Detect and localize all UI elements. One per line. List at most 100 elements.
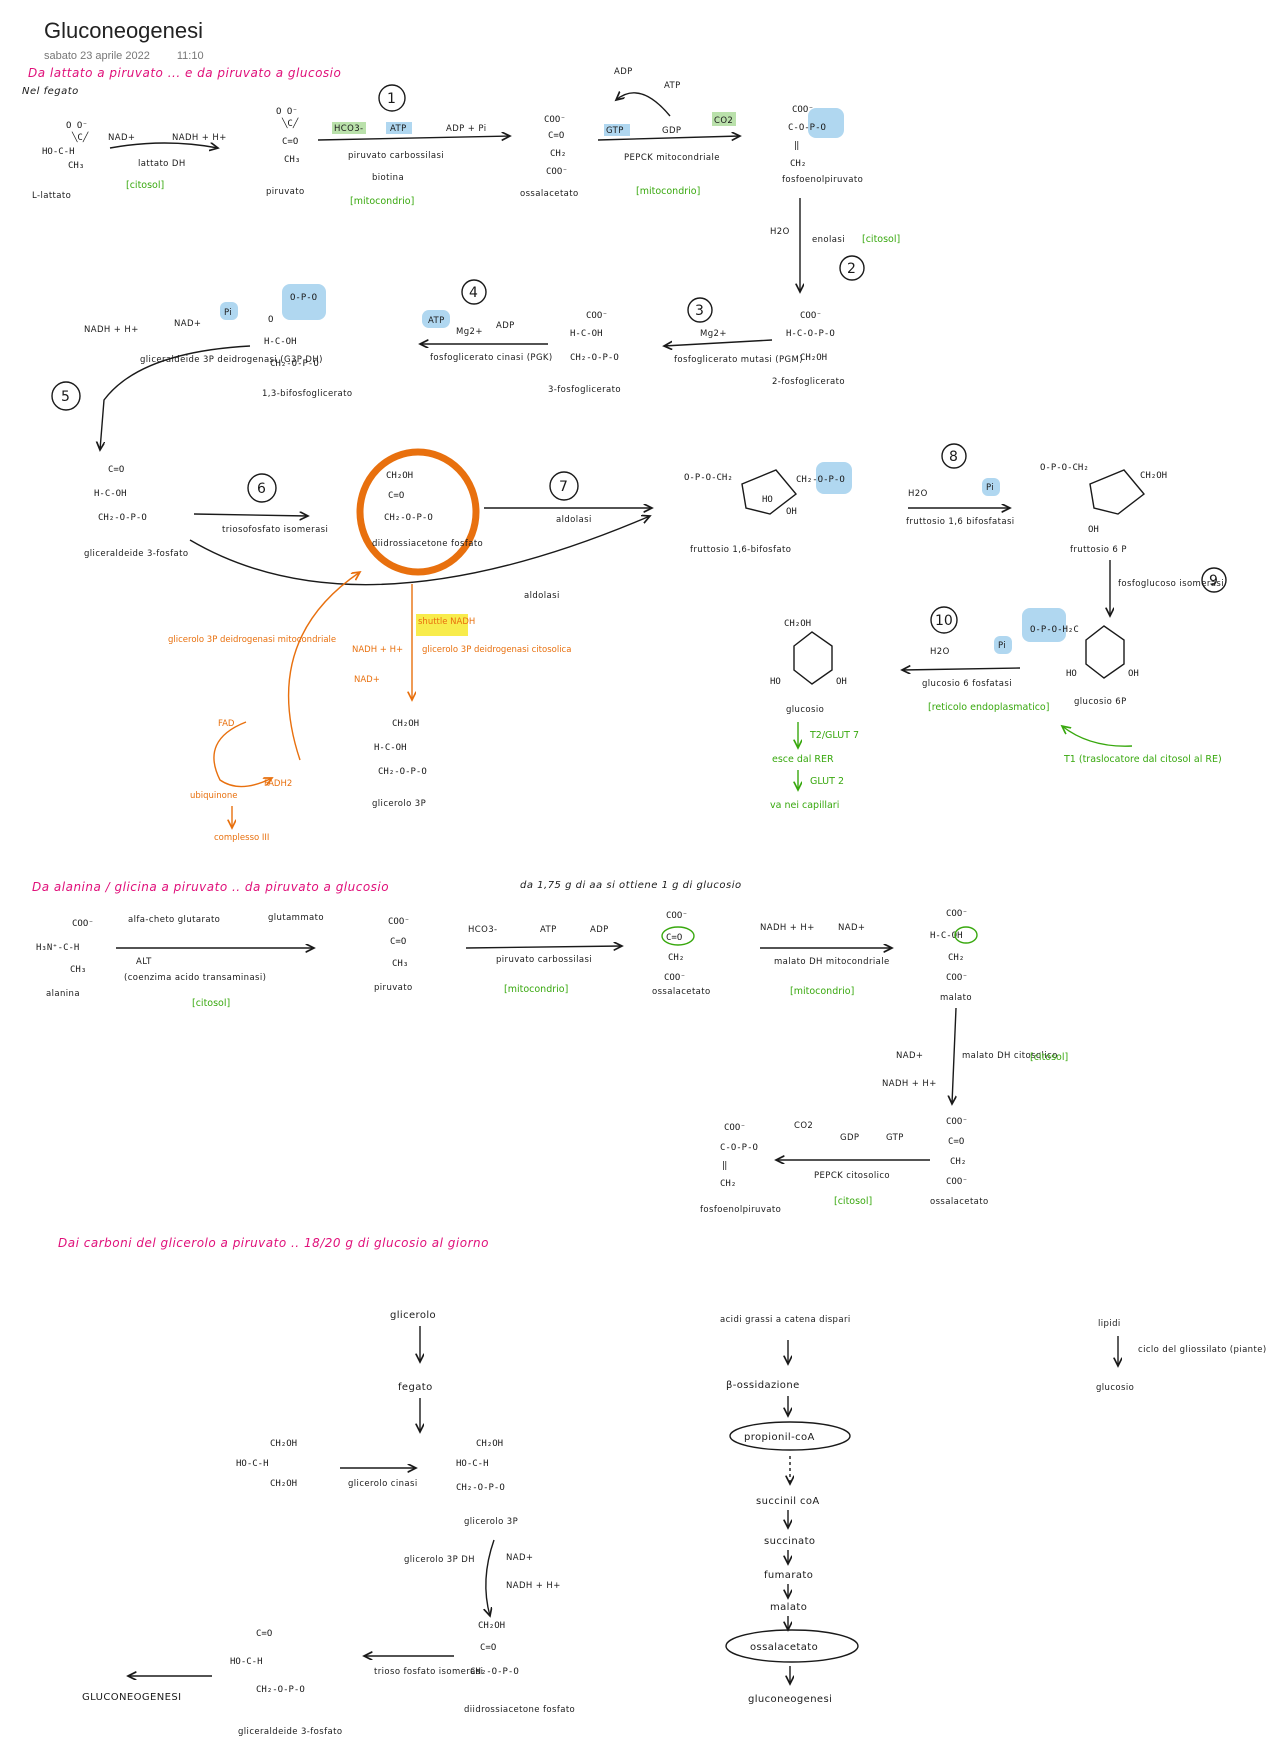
- enzyme-pgi: fosfoglucoso isomerasi: [1118, 579, 1224, 589]
- page-title: Gluconeogenesi: [44, 18, 204, 43]
- svg-text:CH₂-O-P-O: CH₂-O-P-O: [456, 1483, 505, 1493]
- step-circle-4: [461, 279, 487, 305]
- svg-text:OH: OH: [1088, 525, 1099, 535]
- enzyme-mdh-m: malato DH mitocondriale: [774, 957, 890, 967]
- piruvato-structure-2: COO⁻C=O CH₃ piruvato: [374, 917, 413, 993]
- svg-text:COO⁻: COO⁻: [546, 167, 568, 177]
- cof-pi-10: Pi: [998, 641, 1006, 651]
- svg-text:HO-C-H: HO-C-H: [236, 1459, 269, 1469]
- enzyme-alt: ALT: [136, 957, 152, 967]
- step-circle-7: [549, 471, 579, 501]
- svg-text:C=O: C=O: [108, 465, 124, 475]
- cof-adp-2: ADP: [590, 925, 609, 935]
- svg-text:COO⁻: COO⁻: [72, 919, 94, 929]
- svg-text:O-P-O-H₂C: O-P-O-H₂C: [1030, 625, 1079, 635]
- label-bpg: 1,3-bifosfoglicerato: [262, 389, 352, 399]
- step-5: 5: [61, 389, 70, 405]
- cof-nadh-mdh: NADH + H+: [760, 923, 815, 933]
- page-header: Gluconeogenesi sabato 23 aprile 2022 11:…: [44, 18, 228, 62]
- loc-citosol-1: [citosol]: [126, 180, 164, 191]
- pep-structure-2: COO⁻C-O-P-O ‖CH₂ fosfoenolpiruvato: [700, 1123, 781, 1215]
- cof-nad-mdhc: NAD+: [896, 1051, 923, 1061]
- cof-nad-g: NAD+: [506, 1553, 533, 1563]
- step-circle-9: [1201, 567, 1227, 593]
- svg-text:H-C-OH: H-C-OH: [264, 337, 297, 347]
- svg-text:COO⁻: COO⁻: [792, 105, 814, 115]
- svg-text:CH₂: CH₂: [790, 159, 806, 169]
- svg-text:H₃N⁺-C-H: H₃N⁺-C-H: [36, 943, 79, 953]
- co2-highlight-1: [712, 112, 736, 126]
- label-ossalacetato-1: ossalacetato: [520, 189, 579, 199]
- cof-atp-top: ATP: [664, 81, 681, 91]
- enzyme-aldolasi: aldolasi: [556, 515, 592, 525]
- cof-gdp-1: GDP: [662, 126, 681, 136]
- arrow-g3pdh: [486, 1539, 495, 1616]
- svg-text:CH₂-O-P-O: CH₂-O-P-O: [256, 1685, 305, 1695]
- enzyme-fbpasi: fruttosio 1,6 bifosfatasi: [906, 517, 1015, 527]
- svg-text:OH: OH: [786, 507, 797, 517]
- label-g3p-2: glicerolo 3P: [464, 1517, 518, 1527]
- orange-fadh2: FADH2: [264, 779, 292, 789]
- label-ossalacetato-2: ossalacetato: [652, 987, 711, 997]
- svg-text:O: O: [268, 315, 273, 325]
- orange-shuttle: shuttle NADH: [418, 617, 475, 627]
- svg-text:C=O: C=O: [548, 131, 564, 141]
- svg-text:C-O-P-O: C-O-P-O: [720, 1143, 758, 1153]
- enzyme-pgm: fosfoglicerato mutasi (PGM): [674, 355, 803, 365]
- loc-mito-2: [mitocondrio]: [636, 186, 700, 197]
- svg-text:CH₂-O-P-O: CH₂-O-P-O: [796, 475, 845, 485]
- label-piruvato-1: piruvato: [266, 187, 305, 197]
- orange-g3p-cyt: glicerolo 3P deidrogenasi citosolica: [422, 645, 571, 655]
- svg-text:CH₃: CH₃: [392, 959, 408, 969]
- arrow-t1: [1062, 726, 1133, 747]
- svg-text:‖: ‖: [722, 1161, 727, 1171]
- enzyme-g6pasi: glucosio 6 fosfatasi: [922, 679, 1012, 689]
- svg-text:CH₂: CH₂: [948, 953, 964, 963]
- svg-text:CH₃: CH₃: [68, 161, 84, 171]
- svg-text:H-C-OH: H-C-OH: [570, 329, 603, 339]
- svg-text:O-P-O-CH₂: O-P-O-CH₂: [1040, 463, 1089, 473]
- step-2: 2: [847, 261, 856, 277]
- enzyme-ldh: lattato DH: [138, 159, 186, 169]
- arrow-mdh-c: [952, 1007, 957, 1104]
- cof-nadh-1: NADH + H+: [172, 133, 227, 143]
- svg-text:C=O: C=O: [666, 933, 682, 943]
- enzyme-aldolasi-2: aldolasi: [524, 591, 560, 601]
- svg-text:HO-C-H: HO-C-H: [456, 1459, 489, 1469]
- enzyme-pc-2: piruvato carbossilasi: [496, 955, 592, 965]
- label-gneo-caps: GLUCONEOGENESI: [82, 1692, 181, 1703]
- label-gneo-l: gluconeogenesi: [748, 1694, 832, 1705]
- label-lattato: L-lattato: [32, 191, 71, 201]
- loc-citosol-5: [citosol]: [834, 1196, 872, 1207]
- ossal-ellipse: [725, 1629, 859, 1663]
- step-circle-5: [51, 381, 81, 411]
- orange-g3p-mito: glicerolo 3P deidrogenasi mitocondriale: [168, 635, 336, 645]
- label-lipidi: lipidi: [1098, 1319, 1121, 1329]
- step-10: 10: [935, 613, 953, 629]
- svg-text:COO⁻: COO⁻: [946, 1117, 968, 1127]
- cof-mg-4: Mg2+: [456, 327, 483, 337]
- svg-text:CH₂-O-P-O: CH₂-O-P-O: [270, 359, 319, 369]
- svg-text:COO⁻: COO⁻: [666, 911, 688, 921]
- enzyme-tpi2: trioso fosfato isomerasi: [374, 1667, 483, 1677]
- cof-h2o-1: H2O: [770, 227, 790, 237]
- svg-text:O O⁻: O O⁻: [276, 107, 298, 117]
- pi-highlight-5: [220, 302, 238, 320]
- atp-highlight-1: [386, 122, 412, 134]
- label-piruvato-2: piruvato: [374, 983, 413, 993]
- loc-rer: [reticolo endoplasmatico]: [928, 702, 1049, 713]
- svg-text:COO⁻: COO⁻: [664, 973, 686, 983]
- svg-text:OH: OH: [1128, 669, 1139, 679]
- section-title-lattato: Da lattato a piruvato ... e da piruvato …: [28, 66, 342, 80]
- svg-text:CH₂OH: CH₂OH: [1140, 471, 1167, 481]
- enzyme-pc: piruvato carbossilasi: [348, 151, 444, 161]
- label-pep-2: fosfoenolpiruvato: [700, 1205, 781, 1215]
- cof-h2o-8: H2O: [908, 489, 928, 499]
